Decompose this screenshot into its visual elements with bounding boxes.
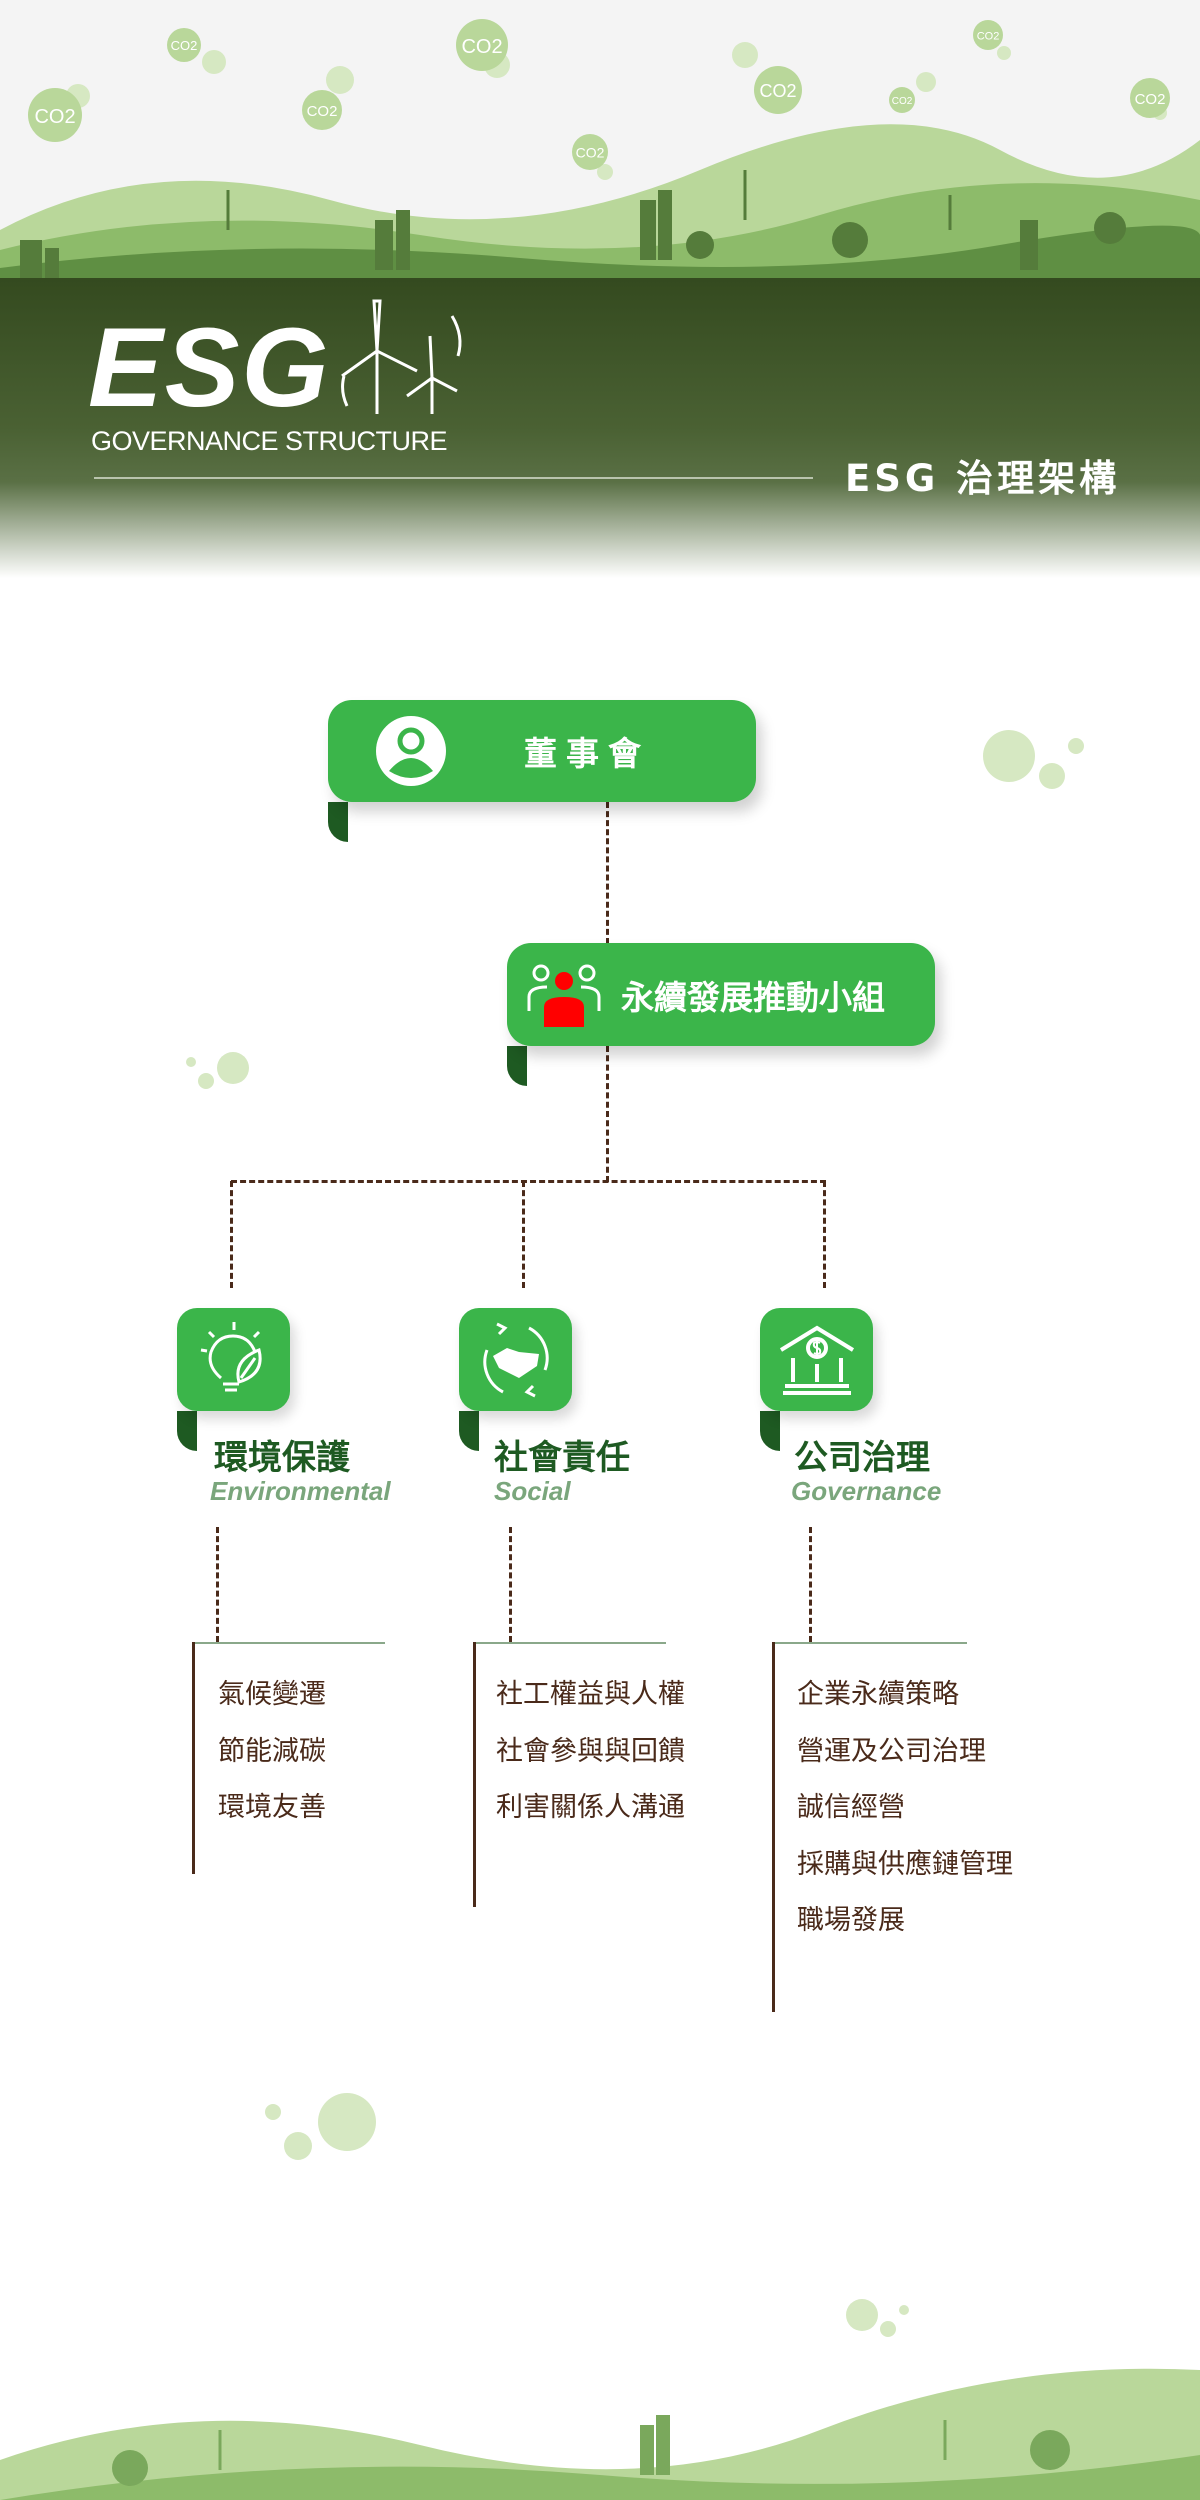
bracket-top xyxy=(193,1642,385,1644)
bracket-top xyxy=(474,1642,666,1644)
person-circle-icon xyxy=(376,716,446,786)
connector-line xyxy=(509,1527,512,1642)
decor-dot xyxy=(198,1073,214,1089)
pillar-subtitle: Environmental xyxy=(210,1476,391,1506)
co2-bubble xyxy=(167,28,201,62)
connector-line xyxy=(216,1527,219,1642)
ribbon-curl xyxy=(459,1411,479,1451)
co2-bubble xyxy=(302,90,342,130)
team-label: 永續發展推動小組 xyxy=(621,977,885,1017)
co2-label: CO2 xyxy=(1135,91,1166,108)
decor-dot xyxy=(265,2104,281,2120)
list-item: 環境友善 xyxy=(218,1792,326,1823)
decor-dot xyxy=(846,2299,878,2331)
decor-dot xyxy=(1039,763,1065,789)
decor-bubble xyxy=(997,46,1011,60)
social-icon-box xyxy=(459,1308,572,1411)
connector-line xyxy=(231,1180,826,1183)
co2-label: CO2 xyxy=(171,38,198,53)
co2-label: CO2 xyxy=(759,81,796,101)
co2-label: CO2 xyxy=(34,106,75,128)
bracket-line xyxy=(473,1642,476,1907)
ribbon-curl xyxy=(760,1411,780,1451)
co2-label: CO2 xyxy=(461,36,502,58)
decor-bubble xyxy=(202,50,226,74)
ribbon-curl xyxy=(177,1411,197,1451)
decor-dot xyxy=(318,2093,376,2151)
pillar-subtitle: Social xyxy=(494,1476,571,1506)
connector-line xyxy=(230,1181,233,1288)
pillar-subtitle: Governance xyxy=(791,1476,942,1506)
pillar-title: 社會責任 xyxy=(494,1438,630,1478)
handshake-cycle-icon xyxy=(482,1322,549,1397)
connector-line xyxy=(823,1181,826,1288)
social-items: 社工權益與人權 社會參與與回饋 利害關係人溝通 xyxy=(496,1680,685,1850)
decor-dot xyxy=(983,730,1035,782)
page-title: ESG 治理架構 xyxy=(845,457,1121,500)
list-item: 利害關係人溝通 xyxy=(496,1792,685,1823)
decor-dot xyxy=(284,2132,312,2160)
esg-logo-text: ESG xyxy=(88,305,331,430)
bracket-top xyxy=(774,1642,967,1644)
governance-structure-subtitle: GOVERNANCE STRUCTURE xyxy=(91,426,448,456)
co2-label: CO2 xyxy=(892,96,913,107)
board-node: 董事會 xyxy=(328,700,756,802)
co2-bubble xyxy=(1130,78,1170,118)
connector-line xyxy=(809,1527,812,1642)
bank-dollar-icon xyxy=(779,1325,854,1395)
sustainability-team-node: 永續發展推動小組 xyxy=(507,943,935,1046)
list-item: 職場發展 xyxy=(797,1905,905,1936)
governance-items: 企業永續策略 營運及公司治理 誠信經營 採購與供應鏈管理 職場發展 xyxy=(797,1680,1013,1963)
co2-bubble xyxy=(456,19,508,71)
co2-label: CO2 xyxy=(977,31,1000,43)
pillar-title: 環境保護 xyxy=(214,1438,350,1478)
co2-bubble xyxy=(973,20,1003,50)
connector-line xyxy=(606,1046,609,1182)
decor-bubble xyxy=(732,42,758,68)
decor-dot xyxy=(217,1052,249,1084)
connector-line xyxy=(522,1181,525,1288)
list-item: 社工權益與人權 xyxy=(496,1679,685,1710)
wind-turbines-illustration xyxy=(226,170,952,230)
connector-line xyxy=(606,802,609,944)
co2-bubble xyxy=(28,88,82,142)
co2-label: CO2 xyxy=(307,103,338,120)
decor-dot xyxy=(186,1057,196,1067)
pillar-title: 公司治理 xyxy=(794,1438,930,1478)
bracket-line xyxy=(192,1642,195,1874)
list-item: 誠信經營 xyxy=(797,1792,905,1823)
environmental-icon-box xyxy=(177,1308,290,1411)
list-item: 採購與供應鏈管理 xyxy=(797,1848,1013,1880)
bottom-landscape-illustration xyxy=(0,2368,1200,2500)
decor-dot xyxy=(899,2305,909,2315)
list-item: 社會參與與回饋 xyxy=(496,1735,685,1767)
header-divider xyxy=(94,477,813,479)
bracket-line xyxy=(772,1642,775,2012)
decor-bubble xyxy=(326,66,354,94)
team-icon xyxy=(527,964,601,1027)
decor-bubble xyxy=(916,72,936,92)
ribbon-curl xyxy=(328,802,348,842)
environmental-items: 氣候變遷 節能減碳 環境友善 xyxy=(218,1680,326,1850)
co2-bubble xyxy=(889,87,915,113)
lightbulb-leaf-icon xyxy=(200,1321,261,1391)
list-item: 企業永續策略 xyxy=(797,1679,959,1710)
decor-bubble xyxy=(597,164,613,180)
ribbon-curl xyxy=(507,1046,527,1086)
board-label: 董事會 xyxy=(524,734,650,773)
co2-label: CO2 xyxy=(576,144,605,160)
governance-icon-box xyxy=(760,1308,873,1411)
list-item: 節能減碳 xyxy=(218,1735,326,1767)
list-item: 營運及公司治理 xyxy=(797,1735,986,1767)
decor-dot xyxy=(880,2321,896,2337)
co2-bubble xyxy=(754,66,802,114)
decor-dot xyxy=(1068,738,1084,754)
co2-bubble xyxy=(572,134,608,170)
city-silhouette xyxy=(20,190,1126,280)
list-item: 氣候變遷 xyxy=(218,1679,326,1710)
wind-turbine-icon xyxy=(341,299,462,414)
header-band xyxy=(0,278,1200,578)
